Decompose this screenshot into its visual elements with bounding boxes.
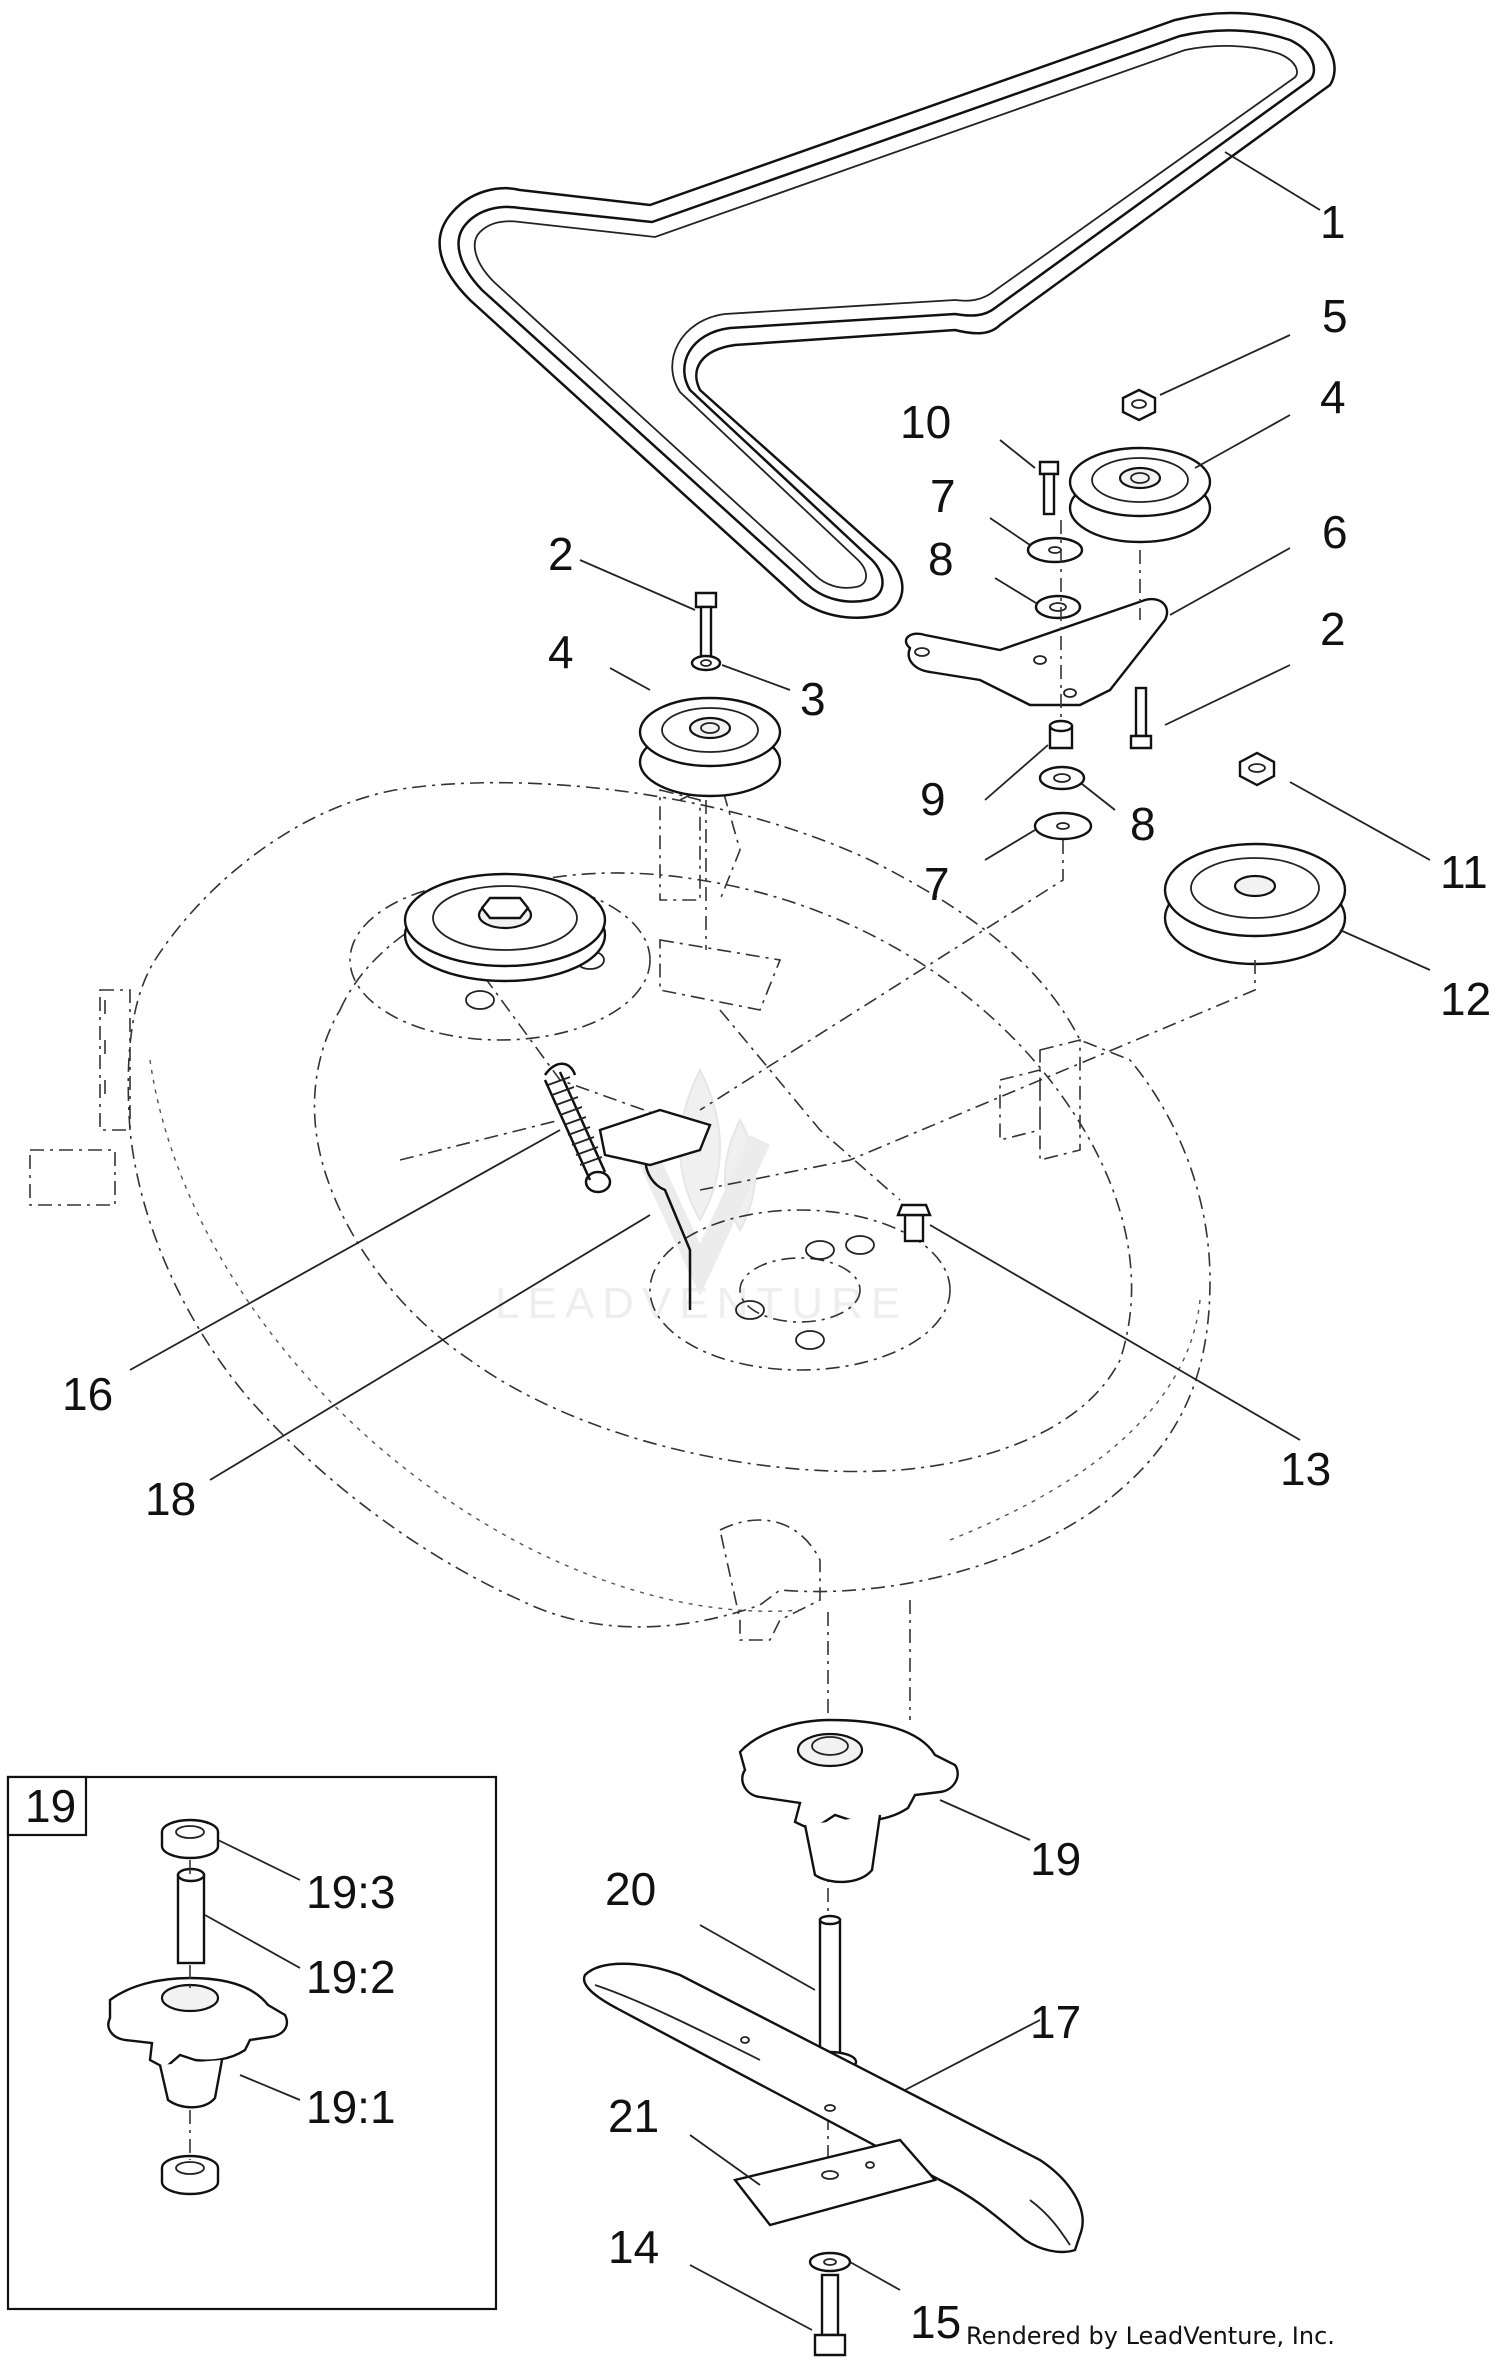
- callout-10: 10: [900, 396, 951, 448]
- callout-5: 5: [1322, 290, 1348, 342]
- drive-belt: [438, 11, 1336, 619]
- callout-2-right: 2: [1320, 603, 1346, 655]
- washer-3: [690, 654, 722, 672]
- watermark-text: LEADVENTURE: [495, 1279, 908, 1328]
- nut-5: [1121, 388, 1157, 422]
- inset-title: 19: [25, 1780, 76, 1832]
- spindle-pulley-12: [1163, 842, 1347, 966]
- idler-pulley-right: [1068, 446, 1212, 544]
- callout-19-2: 19:2: [306, 1951, 396, 2003]
- callout-17: 17: [1030, 1996, 1081, 2048]
- blade-stiffener: [732, 2138, 938, 2227]
- callout-20: 20: [605, 1863, 656, 1915]
- bolt-2-right: [1129, 686, 1153, 750]
- callout-16: 16: [62, 1368, 113, 1420]
- inset-frame: [6, 1775, 498, 2311]
- mower-blade: [582, 1962, 1084, 2254]
- spindle-inset: [6, 1775, 498, 2311]
- credit-text: Rendered by LeadVenture, Inc.: [966, 2322, 1335, 2350]
- callout-15: 15: [910, 2296, 961, 2348]
- callout-8-upper: 8: [928, 533, 954, 585]
- callout-labels: 1 5 4 10 7 8 6 2 9 8 7 11 12 2 4 3 16 18…: [25, 196, 1491, 2350]
- spacer-9: [1048, 719, 1074, 750]
- callout-18: 18: [145, 1473, 196, 1525]
- callout-4-right: 4: [1320, 371, 1346, 423]
- washer-8-lower: [1038, 765, 1086, 791]
- assembly-lines: [699, 520, 1256, 2190]
- idler-arm: [904, 597, 1169, 707]
- spindle-assembly: [738, 1718, 959, 1884]
- deck-spindle-pulley: [403, 872, 607, 983]
- deck-idler-plate: [598, 1108, 712, 1167]
- nut-11: [1238, 751, 1276, 787]
- inset-tag: [6, 1775, 88, 1837]
- callout-19-1: 19:1: [306, 2081, 396, 2133]
- watermark: LEADVENTURE: [495, 1067, 908, 1328]
- callout-1: 1: [1320, 196, 1346, 248]
- callout-19: 19: [1030, 1833, 1081, 1885]
- inset-spindle-housing: [107, 1976, 289, 2109]
- extension-spring: [543, 1062, 612, 1194]
- callout-9: 9: [920, 773, 946, 825]
- inset-bearing-bottom: [160, 2154, 220, 2196]
- bolt-2-left: [694, 591, 718, 659]
- callout-2-left: 2: [548, 528, 574, 580]
- bolt-10: [1038, 460, 1060, 516]
- washer-7-upper: [1026, 536, 1084, 564]
- callout-11: 11: [1440, 846, 1488, 898]
- callout-8-lower: 8: [1130, 798, 1156, 850]
- inset-spacer-tube: [176, 1867, 206, 1965]
- mower-deck: [29, 778, 1211, 1641]
- callout-3: 3: [800, 673, 826, 725]
- callout-12: 12: [1440, 973, 1491, 1025]
- callout-14: 14: [608, 2221, 659, 2273]
- washer-8-upper: [1034, 594, 1082, 620]
- idler-pulley-left: [638, 696, 782, 798]
- inset-bearing-top: [160, 1818, 220, 1860]
- callout-19-3: 19:3: [306, 1866, 396, 1918]
- callout-21: 21: [608, 2090, 659, 2142]
- callout-7-upper: 7: [930, 470, 956, 522]
- callout-7-lower: 7: [924, 858, 950, 910]
- bolt-14: [813, 2273, 847, 2357]
- washer-7-lower: [1033, 811, 1093, 841]
- washer-15: [808, 2251, 852, 2273]
- callout-13: 13: [1280, 1443, 1331, 1495]
- deck-bolt: [896, 1203, 932, 1243]
- leader-lines: [129, 151, 1431, 2331]
- callout-6: 6: [1322, 506, 1348, 558]
- callout-4-left: 4: [548, 626, 574, 678]
